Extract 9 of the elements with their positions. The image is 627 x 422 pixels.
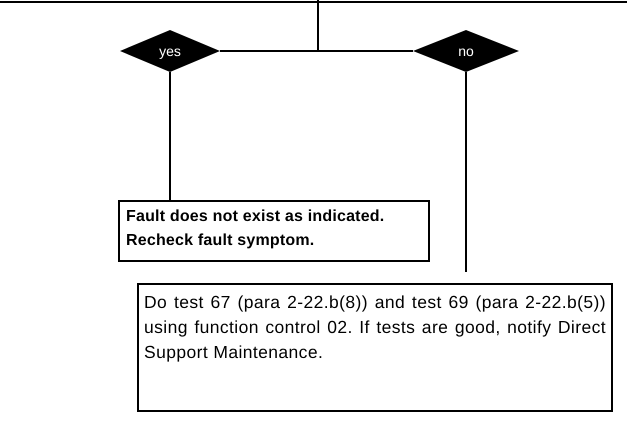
decision-diamond <box>413 30 519 72</box>
decision-label: no <box>458 43 474 59</box>
process-box: Fault does not exist as indicated. Recheck fault symptom. <box>118 200 430 262</box>
decision-diamond <box>120 30 220 72</box>
connector-line <box>317 0 413 52</box>
connector-line <box>169 72 171 200</box>
decision-label: yes <box>159 43 181 59</box>
connector-line <box>465 72 467 272</box>
process-box: Do test 67 (para 2-22.b(8)) and test 69 (para 2-22.b(5)) using function control 02. If tests are good, notify Direct Support Maintenance. <box>137 283 613 412</box>
